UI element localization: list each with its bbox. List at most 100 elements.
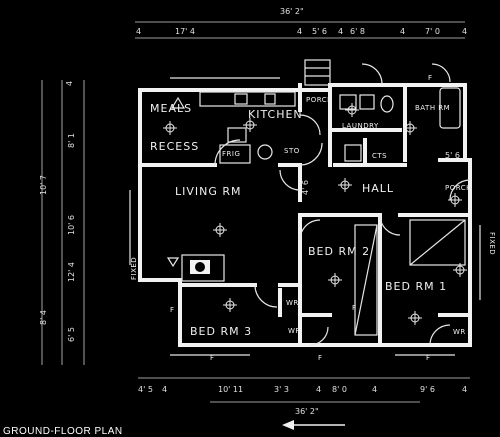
dim-left-outer-upper: 10' 7 bbox=[39, 175, 48, 195]
door-swing-laundry bbox=[299, 142, 323, 166]
f-mark-2: F bbox=[210, 354, 215, 362]
light-bed1 bbox=[408, 311, 422, 325]
door-swing-bed3 bbox=[254, 284, 278, 308]
toilet bbox=[380, 95, 394, 113]
label-wr1: WR bbox=[286, 299, 299, 307]
light-bed3 bbox=[223, 298, 237, 312]
dim-bottom-6: 8' 0 bbox=[332, 385, 347, 394]
dim-top-9: 4 bbox=[462, 27, 467, 36]
label-sto: STO bbox=[284, 147, 300, 155]
light-fixtures bbox=[163, 103, 467, 325]
dim-top-8: 7' 0 bbox=[425, 27, 440, 36]
bed1-wardrobe bbox=[409, 219, 466, 266]
f-mark-5: F bbox=[426, 354, 431, 362]
light-bath bbox=[403, 121, 417, 135]
dim-top-3: 4 bbox=[297, 27, 302, 36]
dim-top-6: 6' 8 bbox=[350, 27, 365, 36]
door-swing-rear bbox=[299, 114, 321, 136]
door-swing-bed1 bbox=[379, 214, 401, 236]
fireplace-corner bbox=[166, 257, 180, 268]
label-wr2: WR bbox=[288, 327, 301, 335]
door-swing-front bbox=[449, 179, 471, 201]
label-porch-front: PORCH bbox=[445, 184, 472, 192]
dim-bottom-9: 4 bbox=[462, 385, 467, 394]
back-porch-steps bbox=[304, 59, 331, 86]
label-kitchen: KITCHEN bbox=[248, 108, 303, 121]
label-porch-back: PORCH bbox=[306, 96, 333, 104]
kitchen-sink bbox=[234, 93, 248, 105]
exterior-walls bbox=[138, 83, 472, 347]
f-mark-3: F bbox=[318, 354, 323, 362]
label-frig: FRIG bbox=[222, 150, 240, 158]
kitchen-counter bbox=[199, 91, 296, 107]
interior-walls bbox=[138, 83, 472, 347]
door-swing-wr3 bbox=[429, 324, 451, 346]
dim-left-inner-lower: 6' 5 bbox=[67, 327, 76, 342]
dim-left-inner-top: 4 bbox=[65, 81, 74, 86]
dim-bottom-8: 9' 6 bbox=[420, 385, 435, 394]
dim-overall-bottom: 36' 2" bbox=[295, 407, 319, 416]
label-laundry: LAUNDRY bbox=[342, 122, 379, 130]
light-bed1-b bbox=[453, 263, 467, 277]
wall-kitchen-living-right bbox=[278, 163, 302, 202]
label-wr3: WR bbox=[453, 328, 466, 336]
kitchen-table bbox=[227, 127, 247, 143]
dim-bottom-2: 4 bbox=[162, 385, 167, 394]
door-swing-back-porch bbox=[361, 63, 383, 85]
door-swing-kitchen bbox=[214, 139, 241, 166]
light-kitchen bbox=[243, 118, 257, 132]
dim-left-mid-lower: 10' 6 bbox=[67, 215, 76, 235]
door-swing-bed2 bbox=[299, 219, 321, 241]
dim-bottom-5: 4 bbox=[316, 385, 321, 394]
kitchen-range bbox=[264, 93, 276, 105]
water-heater bbox=[257, 144, 273, 160]
direction-arrow bbox=[282, 420, 345, 430]
label-living: LIVING RM bbox=[175, 185, 242, 198]
door-swing-wr2 bbox=[309, 326, 329, 346]
label-fixed-right: FIXED bbox=[488, 232, 496, 255]
label-bed3: BED RM 3 bbox=[190, 325, 252, 338]
light-living bbox=[213, 223, 227, 237]
dim-left-mid-upper: 8' 1 bbox=[67, 133, 76, 148]
label-fixed-left: FIXED bbox=[130, 257, 138, 280]
light-hall bbox=[338, 178, 352, 192]
wall-east-lower bbox=[438, 158, 472, 347]
wardrobe-diagonals bbox=[354, 219, 466, 336]
dim-left-outer-lower: 8' 4 bbox=[39, 310, 48, 325]
wall-west-bed3 bbox=[138, 278, 182, 347]
dim-hall: 4' 6 bbox=[301, 180, 310, 195]
label-hall: HALL bbox=[362, 182, 394, 195]
bath-tub bbox=[439, 87, 461, 129]
arrow-head bbox=[282, 420, 294, 430]
dimension-labels: 36' 2" 4 17' 4 4 5' 6 4 6' 8 4 7' 0 4 4'… bbox=[39, 7, 496, 416]
north-marker-triangle bbox=[170, 96, 186, 109]
dim-top-4: 5' 6 bbox=[312, 27, 327, 36]
label-bed2: BED RM 2 bbox=[308, 245, 370, 258]
label-meals: MEALS bbox=[150, 102, 192, 115]
label-recess: RECESS bbox=[150, 140, 199, 153]
f-mark-6: F bbox=[428, 74, 433, 82]
bed2-wardrobe-diagonal bbox=[354, 224, 378, 336]
dim-porch: 5' 6 bbox=[445, 151, 460, 160]
cts-cupboard bbox=[344, 144, 362, 162]
dim-overall-top: 36' 2" bbox=[280, 7, 304, 16]
label-cts: CTS bbox=[372, 152, 387, 160]
f-mark-4: F bbox=[352, 304, 357, 312]
dim-bottom-7: 4 bbox=[372, 385, 377, 394]
dim-bottom-1: 4' 5 bbox=[138, 385, 153, 394]
wall-bed3-wr bbox=[278, 283, 302, 347]
washing-machine bbox=[359, 94, 375, 110]
bed2-wardrobe bbox=[354, 224, 378, 336]
dimension-lines bbox=[41, 21, 470, 403]
fireplace-opening bbox=[195, 262, 205, 272]
door-swing-hall bbox=[279, 169, 301, 191]
room-labels: MEALS KITCHEN RECESS LIVING RM LAUNDRY B… bbox=[150, 96, 472, 338]
light-meals bbox=[163, 121, 177, 135]
dim-top-2: 17' 4 bbox=[175, 27, 195, 36]
label-bath: BATH RM bbox=[415, 104, 450, 112]
windows bbox=[129, 77, 481, 356]
dim-top-5: 4 bbox=[338, 27, 343, 36]
dim-top-7: 4 bbox=[400, 27, 405, 36]
